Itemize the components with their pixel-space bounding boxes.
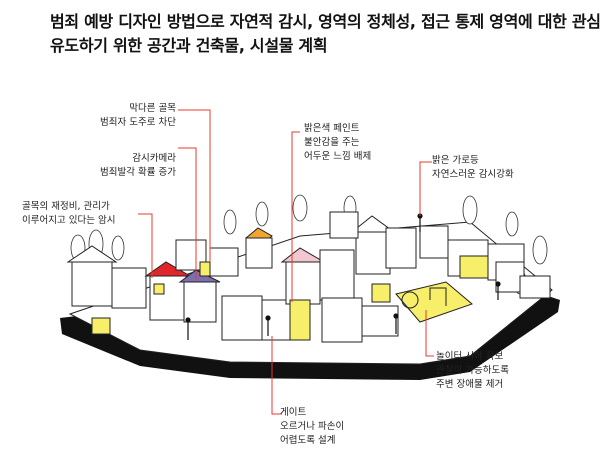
playground bbox=[395, 281, 473, 323]
annotation-paint-line-1: 밝은색 페인트 bbox=[304, 123, 360, 134]
houses-middle bbox=[221, 211, 417, 343]
annotation-paint-line-3: 어두운 느낌 배제 bbox=[304, 151, 372, 162]
annotation-gate-line-1: 게이트 bbox=[280, 407, 307, 418]
title-line-2: 유도하기 위한 공간과 건축물, 시설물 계획 bbox=[50, 36, 328, 55]
annotation-streetlight-line-1: 밝은 가로등 bbox=[432, 155, 479, 166]
annotation-playground-line-1: 놀이터 시야 확보 bbox=[436, 351, 504, 362]
street-lamps bbox=[185, 213, 501, 340]
annotation-playground: 놀이터 시야 확보 관찰이 가능하도록 주변 장애물 제거 bbox=[436, 350, 509, 392]
annotation-playground-line-3: 주변 장애물 제거 bbox=[436, 379, 504, 390]
houses-right bbox=[419, 225, 551, 299]
annotation-dead-end-line-2: 범죄자 도주로 차단 bbox=[100, 117, 176, 128]
annotation-streetlight: 밝은 가로등 자연스러운 감시강화 bbox=[432, 154, 514, 182]
annotation-alley: 골목의 재정비, 관리가 이루어지고 있다는 암시 bbox=[22, 200, 115, 228]
houses-left bbox=[66, 227, 273, 335]
annotation-dead-end-line-1: 막다른 골목 bbox=[129, 103, 176, 114]
annotation-alley-line-1: 골목의 재정비, 관리가 bbox=[22, 201, 110, 212]
annotation-gate-line-3: 어렵도록 설계 bbox=[280, 435, 336, 446]
annotation-alley-line-2: 이루어지고 있다는 암시 bbox=[22, 215, 116, 226]
annotation-dead-end: 막다른 골목 범죄자 도주로 차단 bbox=[96, 102, 176, 130]
annotation-cctv-line-1: 감시카메라 bbox=[132, 153, 176, 164]
page-title: 범죄 예방 디자인 방법으로 자연적 감시, 영역의 정체성, 접근 통제 영역… bbox=[50, 10, 600, 58]
annotation-paint: 밝은색 페인트 불안감을 주는 어두운 느낌 배제 bbox=[304, 122, 371, 164]
leader-lines bbox=[138, 109, 434, 415]
annotation-streetlight-line-2: 자연스러운 감시강화 bbox=[432, 169, 514, 180]
title-line-1: 범죄 예방 디자인 방법으로 자연적 감시, 영역의 정체성, 접근 통제 영역… bbox=[50, 12, 600, 31]
annotation-gate: 게이트 오르거나 파손이 어렵도록 설계 bbox=[280, 406, 344, 448]
annotation-cctv: 감시카메라 범죄발각 확률 증가 bbox=[84, 152, 176, 180]
annotation-cctv-line-2: 범죄발각 확률 증가 bbox=[100, 167, 176, 178]
annotation-paint-line-2: 불안감을 주는 bbox=[304, 137, 360, 148]
annotation-gate-line-2: 오르거나 파손이 bbox=[280, 421, 345, 432]
annotation-playground-line-2: 관찰이 가능하도록 bbox=[436, 365, 509, 376]
